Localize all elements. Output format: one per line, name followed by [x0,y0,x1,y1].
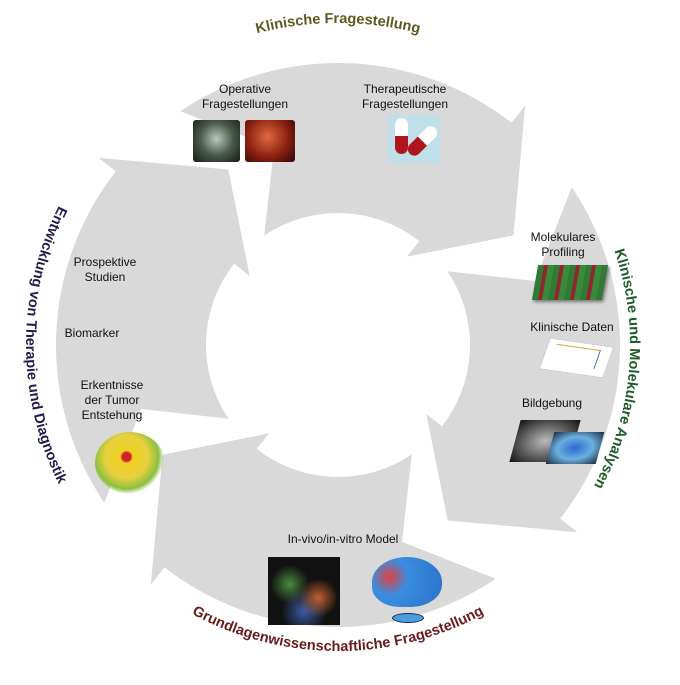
label-bildgebung: Bildgebung [521,396,583,410]
pills-icon [388,115,440,163]
mri-map-image [545,432,605,464]
arrow-top [180,63,526,257]
label-molekulares-profiling: Molekulares Profiling [530,230,596,259]
network-image [95,432,165,494]
label-biomarker: Biomarker [64,326,120,340]
label-model: In-vivo/in-vitro Model [287,532,399,546]
heatmap-image [531,265,609,300]
label-therapeutische: Therapeutische Fragestellungen [361,82,449,111]
label-tumor-entstehung: Erkentnisse der Tumor Entstehung [80,378,144,422]
label-prospektive-studien: Prospektive Studien [73,255,137,284]
arrow-left [56,157,250,503]
surgery-image [193,120,240,162]
title-top: Klinische Fragestellung [254,11,422,37]
brain-model-icon [372,557,442,607]
petri-dish-icon [392,613,424,623]
surgery-fluorescence-image [245,120,295,162]
label-klinische-daten: Klinische Daten [530,320,614,334]
cell-culture-image [268,557,340,625]
label-operative: Operative Fragestellungen [201,82,289,111]
